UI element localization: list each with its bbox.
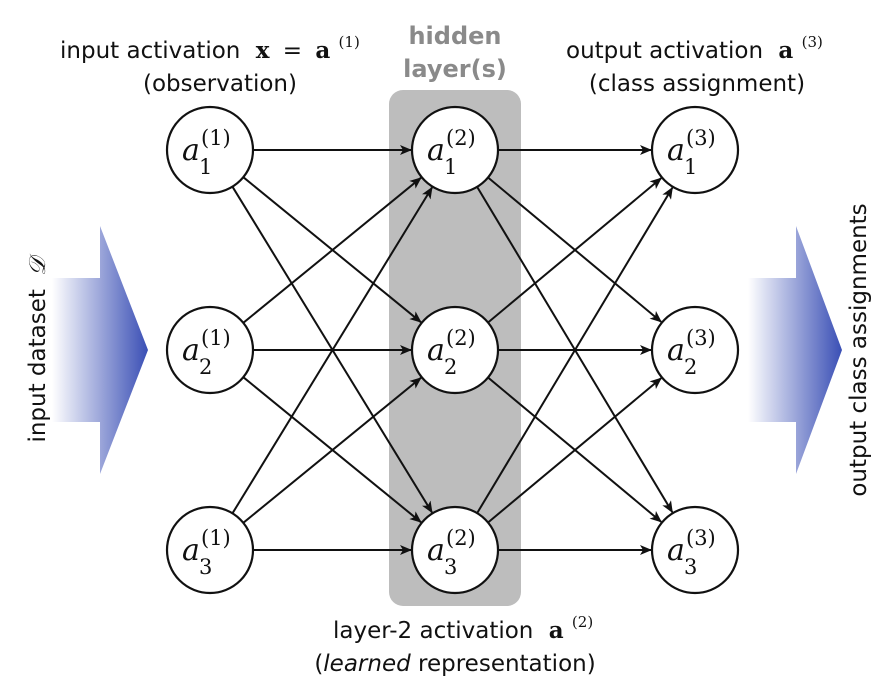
- node-layer2-unit1: a(2) 1: [410, 105, 500, 195]
- node-superscript: (2): [446, 526, 476, 550]
- input-activation-subtitle: (observation): [143, 71, 297, 97]
- node-superscript: (3): [686, 326, 716, 350]
- edge-l2n3-to-l3n2: [487, 377, 662, 524]
- node-symbol: a: [667, 533, 685, 568]
- output-assignments-label: output class assignments: [846, 203, 872, 496]
- edge-l2n2-to-l3n1: [487, 177, 662, 324]
- node-subscript: 3: [684, 555, 697, 579]
- node-subscript: 2: [684, 355, 697, 379]
- output-activation-title: output activation a (3): [566, 33, 823, 64]
- node-superscript: (3): [686, 126, 716, 150]
- node-superscript: (1): [201, 526, 231, 550]
- node-subscript: 1: [444, 155, 457, 179]
- edge-l2n3-to-l3n1: [476, 186, 674, 514]
- node-symbol: a: [182, 133, 200, 168]
- node-circle: [650, 505, 740, 595]
- node-circle: [410, 105, 500, 195]
- node-layer1-unit2: a(1) 2: [165, 305, 255, 395]
- node-symbol: a: [427, 533, 445, 568]
- node-circle: [410, 505, 500, 595]
- node-symbol: a: [667, 333, 685, 368]
- node-superscript: (2): [446, 326, 476, 350]
- node-layer2-unit3: a(2) 3: [410, 505, 500, 595]
- node-symbol: a: [427, 133, 445, 168]
- node-layer3-unit2: a(3) 2: [650, 305, 740, 395]
- nodes-group: a(1)1a(1)2a(1)3a(2)1a(2)2a(2)3a(3)1a(3)2…: [165, 105, 740, 595]
- node-subscript: 3: [199, 555, 212, 579]
- node-symbol: a: [667, 133, 685, 168]
- node-layer1-unit3: a(1) 3: [165, 505, 255, 595]
- input-dataset-label: input dataset 𝒟: [25, 253, 51, 443]
- node-circle: [165, 105, 255, 195]
- input-dataset-arrow: [52, 226, 148, 474]
- node-superscript: (3): [686, 526, 716, 550]
- output-activation-subtitle: (class assignment): [589, 71, 805, 97]
- node-circle: [650, 105, 740, 195]
- node-subscript: 3: [444, 555, 457, 579]
- node-superscript: (2): [446, 126, 476, 150]
- edge-l1n2-to-l2n1: [242, 177, 422, 324]
- edges-group: [231, 145, 674, 555]
- node-superscript: (1): [201, 126, 231, 150]
- node-circle: [410, 305, 500, 395]
- node-layer1-unit1: a(1) 1: [165, 105, 255, 195]
- node-symbol: a: [182, 333, 200, 368]
- node-symbol: a: [427, 333, 445, 368]
- node-circle: [165, 505, 255, 595]
- output-assignments-arrow: [748, 226, 842, 474]
- node-subscript: 1: [199, 155, 212, 179]
- node-layer3-unit3: a(3) 3: [650, 505, 740, 595]
- edge-l1n3-to-l2n1: [231, 186, 433, 514]
- hidden-label-line2: layer(s): [403, 55, 507, 83]
- node-symbol: a: [182, 533, 200, 568]
- node-subscript: 1: [684, 155, 697, 179]
- node-circle: [650, 305, 740, 395]
- edge-l1n3-to-l2n2: [242, 377, 422, 524]
- node-superscript: (1): [201, 326, 231, 350]
- node-subscript: 2: [199, 355, 212, 379]
- input-activation-title: input activation x = a (1): [60, 33, 360, 64]
- node-subscript: 2: [444, 355, 457, 379]
- layer2-activation-subtitle: (learned representation): [314, 651, 595, 677]
- layer2-activation-title: layer-2 activation a (2): [333, 613, 593, 644]
- node-layer3-unit1: a(3) 1: [650, 105, 740, 195]
- hidden-label-line1: hidden: [408, 22, 501, 50]
- node-circle: [165, 305, 255, 395]
- node-layer2-unit2: a(2) 2: [410, 305, 500, 395]
